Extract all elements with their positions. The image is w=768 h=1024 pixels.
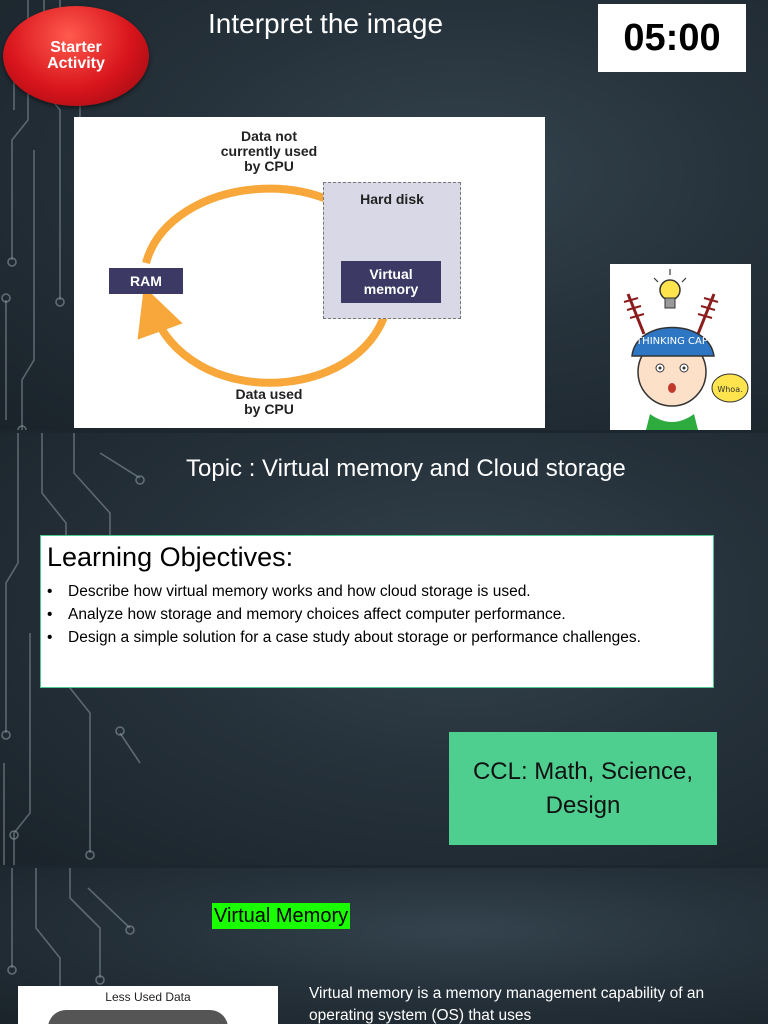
bubble-text: Whoa. bbox=[717, 385, 742, 394]
data-used-label: Data used by CPU bbox=[235, 386, 303, 417]
objectives-heading: Learning Objectives: bbox=[47, 542, 294, 572]
slide-objectives: Topic : Virtual memory and Cloud storage… bbox=[0, 433, 768, 865]
objective-item: Describe how virtual memory works and ho… bbox=[47, 580, 641, 603]
storage-drum bbox=[48, 1010, 228, 1024]
badge-label: Starter Activity bbox=[47, 39, 105, 72]
topic-heading: Topic : Virtual memory and Cloud storage bbox=[186, 455, 626, 482]
circuit-decoration bbox=[1, 433, 145, 865]
objective-item: Design a simple solution for a case stud… bbox=[47, 626, 641, 649]
objective-item: Analyze how storage and memory choices a… bbox=[47, 603, 641, 626]
less-used-data-label: Less Used Data bbox=[105, 990, 191, 1004]
hard-disk-label: Hard disk bbox=[360, 191, 424, 207]
slide-title: Interpret the image bbox=[208, 8, 444, 39]
cap-text: THINKING CAP bbox=[635, 336, 708, 347]
less-used-data-image: Less Used Data bbox=[18, 986, 278, 1024]
learning-objectives-box: Learning Objectives: Describe how virtua… bbox=[40, 535, 714, 688]
objectives-list: Describe how virtual memory works and ho… bbox=[47, 580, 641, 649]
virtual-memory-heading: Virtual Memory bbox=[212, 903, 351, 929]
slide-starter: Starter Activity Interpret the image 05:… bbox=[0, 0, 768, 430]
virtual-memory-box: Virtual memory bbox=[341, 261, 441, 303]
thinking-cap-icon: THINKING CAP Whoa. bbox=[623, 269, 749, 430]
ccl-box: CCL: Math, Science, Design bbox=[449, 732, 717, 845]
starter-activity-badge: Starter Activity bbox=[3, 6, 149, 106]
virtual-memory-description: Virtual memory is a memory management ca… bbox=[309, 985, 705, 1024]
thinking-cap-illustration: THINKING CAP Whoa. bbox=[610, 264, 751, 430]
slide-virtual-memory: Virtual Memory Less Used Data Virtual me… bbox=[0, 868, 768, 1024]
data-not-used-label: Data not currently used by CPU bbox=[220, 128, 318, 174]
ram-box: RAM bbox=[109, 268, 183, 294]
virtual-memory-diagram: Data not currently used by CPU Data used… bbox=[74, 117, 545, 428]
countdown-timer: 05:00 bbox=[598, 4, 746, 72]
